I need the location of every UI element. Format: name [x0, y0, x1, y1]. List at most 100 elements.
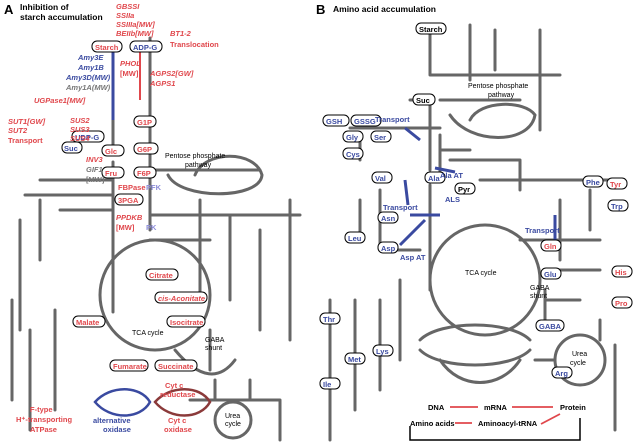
- label-pyr: Pyr: [458, 185, 470, 194]
- label-ser: Ser: [374, 133, 386, 142]
- node-leu: [344, 231, 366, 244]
- node-adpg: [129, 40, 163, 53]
- label-tyr: Tyr: [610, 180, 621, 189]
- gene-atpase-2: H⁺-transporting: [16, 415, 72, 424]
- label-starch-a: Starch: [95, 43, 119, 52]
- node-citrate: [145, 268, 179, 281]
- node-asp: [377, 241, 399, 254]
- gene-agps1: AGPS1: [149, 79, 175, 88]
- gene-amy3d: Amy3D(MW): [65, 73, 111, 82]
- gene-ugpase1: UGPase1[MW]: [34, 96, 86, 105]
- label-trp: Trp: [611, 202, 623, 211]
- gene-sut2: SUT2: [8, 126, 28, 135]
- gene-phol: PHOL: [120, 59, 141, 68]
- legend-mrna: mRNA: [484, 403, 508, 412]
- label-thr: Thr: [323, 315, 335, 324]
- gene-ala-at: Ala AT: [440, 171, 463, 180]
- gene-sus4: SUS4: [70, 134, 90, 143]
- node-ser: [370, 130, 392, 143]
- node-pro: [611, 296, 633, 309]
- gene-agps2: AGPS2[GW]: [149, 69, 194, 78]
- node-gly: [342, 130, 364, 143]
- label-3pga: 3PGA: [118, 196, 139, 205]
- label-adpg: ADP-G: [133, 43, 157, 52]
- label-gln: Gln: [544, 242, 557, 251]
- right-branches-a: [148, 198, 302, 342]
- panel-a: A Inhibition of starch accumulation Star…: [4, 2, 302, 442]
- pentose-loop-b: [438, 98, 537, 139]
- node-glu: [540, 267, 562, 280]
- tca-label-b: TCA cycle: [465, 270, 497, 277]
- label-citrate: Citrate: [149, 271, 173, 280]
- gene-amy1a: Amy1A(MW): [65, 83, 111, 92]
- legend-red-arrows: [450, 406, 561, 425]
- panel-b-title: Amino acid accumulation: [333, 4, 436, 14]
- gene-ppdkb-mw: [MW]: [116, 223, 135, 232]
- label-malate: Malate: [76, 318, 99, 327]
- node-starch-a: [91, 40, 123, 53]
- pentose-label-a-2: pathway: [185, 162, 212, 169]
- gene-ppdkb: PPDKB: [116, 213, 143, 222]
- node-pyr: [454, 182, 476, 195]
- lower-loops-b: [418, 323, 532, 384]
- node-ile: [319, 377, 341, 390]
- node-g1p: [133, 115, 157, 128]
- alt-oxidase-loop: [93, 388, 152, 417]
- gene-alt-oxidase-2: oxidase: [103, 425, 131, 434]
- gaba-label-b-2: shunt: [530, 293, 547, 300]
- node-suc-b: [412, 93, 436, 106]
- node-trp: [607, 199, 629, 212]
- gene-gif1: GIF1: [86, 165, 103, 174]
- gene-cytc-reductase-2: reductase: [160, 390, 195, 399]
- label-cys: Cys: [346, 150, 360, 159]
- label-phe: Phe: [586, 178, 600, 187]
- node-gln: [540, 239, 562, 252]
- node-gssg: [350, 114, 382, 127]
- node-g6p: [133, 142, 159, 155]
- gene-transport-asn: Transport: [383, 203, 418, 212]
- label-glc: Glc: [105, 147, 117, 156]
- tca-cycle-a: [98, 238, 212, 352]
- gene-alt-oxidase-1: alternative: [93, 416, 131, 425]
- node-lys: [372, 344, 394, 357]
- panel-a-title-line1: Inhibition of: [20, 2, 69, 12]
- gene-beiib: BEIIb[MW]: [116, 29, 154, 38]
- node-gsh: [322, 114, 350, 127]
- node-arg: [551, 366, 573, 379]
- node-isocitrate: [166, 315, 206, 328]
- label-val: Val: [375, 174, 386, 183]
- gene-ssiiia: SSIIIa[MW]: [116, 20, 155, 29]
- urea-label-a-1: Urea: [225, 413, 240, 420]
- transport-lines-b: [398, 126, 557, 247]
- node-val: [371, 171, 393, 184]
- label-fumarate: Fumarate: [113, 362, 147, 371]
- urea-branches-a: [188, 378, 282, 442]
- panel-b-letter: B: [316, 2, 325, 17]
- legend-protein: Protein: [560, 403, 586, 412]
- glycolysis-branches-a: [18, 178, 115, 332]
- node-starch-b: [415, 22, 447, 35]
- node-udpg: [71, 130, 105, 143]
- gene-ssiia: SSIIa: [116, 11, 134, 20]
- gaba-label-b-1: GABA: [530, 285, 550, 292]
- gene-gbssi: GBSSI: [116, 2, 140, 11]
- gene-sus2: SUS2: [70, 116, 90, 125]
- label-g6p: G6P: [137, 145, 152, 154]
- label-glu: Glu: [544, 270, 557, 279]
- gene-transport-a: Transport: [8, 136, 43, 145]
- label-lys: Lys: [376, 347, 389, 356]
- urea-label-b-2: cycle: [570, 360, 586, 367]
- node-glc: [101, 144, 125, 157]
- urea-label-a-2: cycle: [225, 421, 241, 428]
- gene-gif1-mw: [MW]: [86, 175, 105, 184]
- node-phe: [582, 175, 604, 188]
- label-suc-a: Suc: [64, 144, 78, 153]
- legend-amino-acids: Amino acids: [410, 419, 455, 428]
- label-pro: Pro: [615, 299, 628, 308]
- node-fumarate: [109, 359, 149, 372]
- label-f6p: F6P: [137, 169, 151, 178]
- pentose-loop-a: [148, 154, 264, 196]
- label-g1p: G1P: [137, 118, 152, 127]
- left-branch-b: [358, 183, 432, 292]
- gaba-shunt-a: [173, 328, 237, 376]
